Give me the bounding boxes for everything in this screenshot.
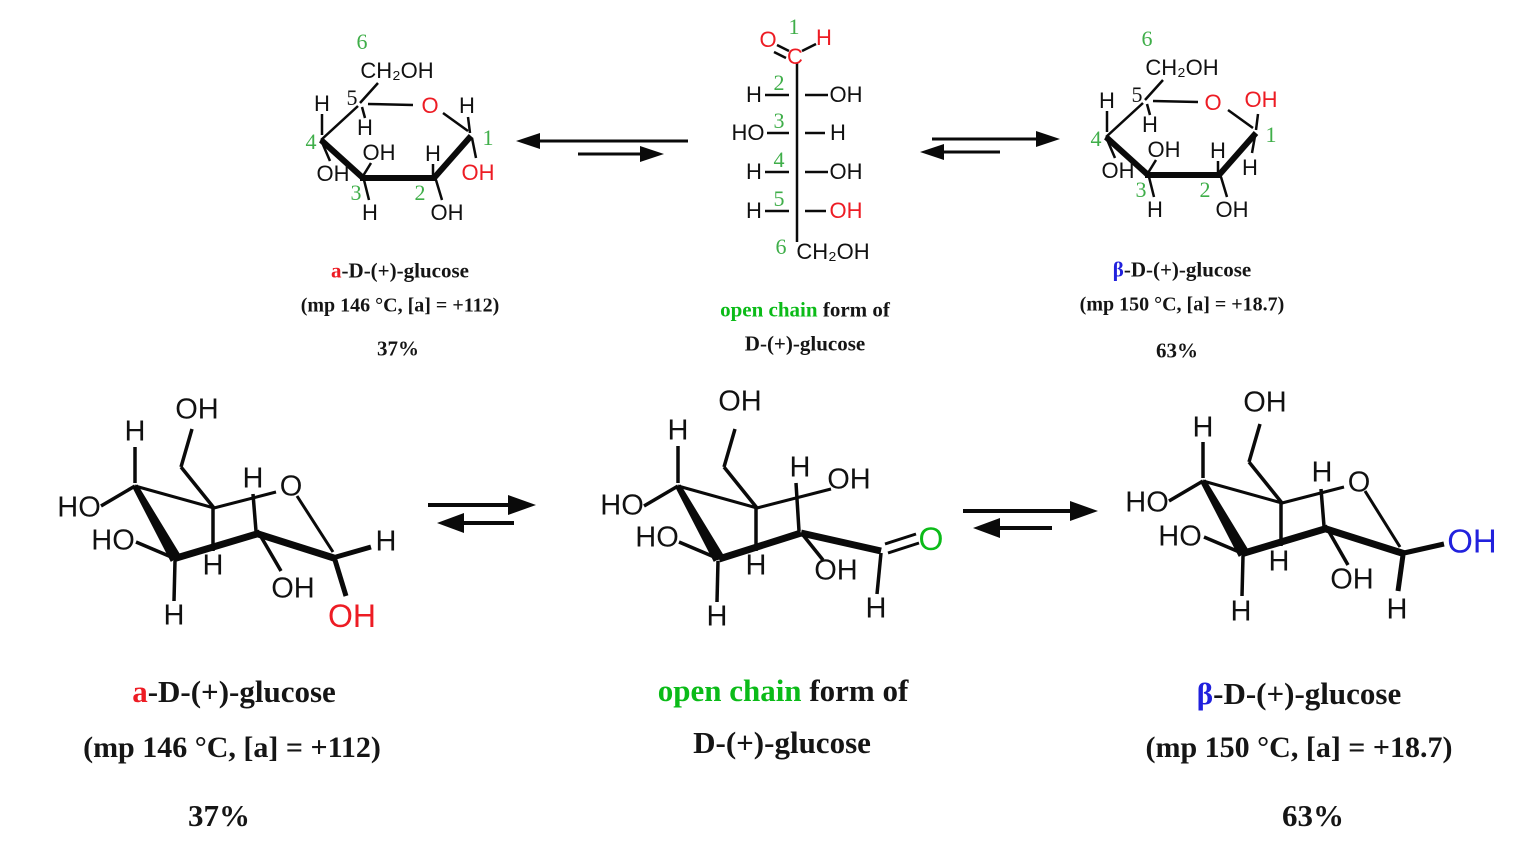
alpha-haworth-percent: 37% — [377, 336, 419, 361]
alpha-chair-bonds — [100, 428, 372, 602]
beta-haworth-percent: 63% — [1156, 338, 1198, 363]
beta-chair-percent: 63% — [1282, 798, 1344, 833]
alpha-haworth-name: a-D-(+)-glucose — [331, 258, 469, 283]
alpha-haworth-bonds — [318, 82, 478, 201]
alpha-chair-mp: (mp 146 °C, [a] = +112) — [83, 731, 381, 764]
open-chain-chair-bonds — [643, 428, 920, 603]
beta-symbol: β — [1196, 676, 1214, 711]
open-chain-name-line2: D-(+)-glucose — [744, 331, 866, 356]
alpha-chair-name: a-D-(+)-glucose — [132, 674, 336, 709]
open-chain-chair-name: open chain form of — [657, 673, 909, 708]
beta-haworth-bonds — [1103, 79, 1260, 198]
beta-haworth-mp: (mp 150 °C, [a] = +18.7) — [1079, 293, 1285, 316]
equilibrium-arrow-icon — [516, 133, 688, 162]
alpha-haworth-mp: (mp 146 °C, [a] = +112) — [300, 294, 500, 317]
fischer-bonds — [765, 42, 828, 242]
beta-chair-bonds — [1168, 423, 1445, 597]
alpha-symbol: a — [132, 674, 148, 709]
beta-chair-name: β-D-(+)-glucose — [1196, 676, 1402, 711]
equilibrium-arrow-icon — [428, 495, 536, 533]
beta-chair-mp: (mp 150 °C, [a] = +18.7) — [1145, 731, 1453, 764]
open-chain-name: open chain form of — [720, 297, 890, 322]
equilibrium-arrow-icon — [920, 131, 1060, 160]
beta-symbol: β — [1112, 257, 1124, 282]
equilibrium-arrow-icon — [963, 501, 1098, 538]
open-chain-chair-name-line2: D-(+)-glucose — [693, 725, 871, 760]
beta-haworth-name: β-D-(+)-glucose — [1112, 257, 1252, 282]
alpha-chair-percent: 37% — [188, 798, 250, 833]
alpha-symbol: a — [331, 258, 342, 283]
